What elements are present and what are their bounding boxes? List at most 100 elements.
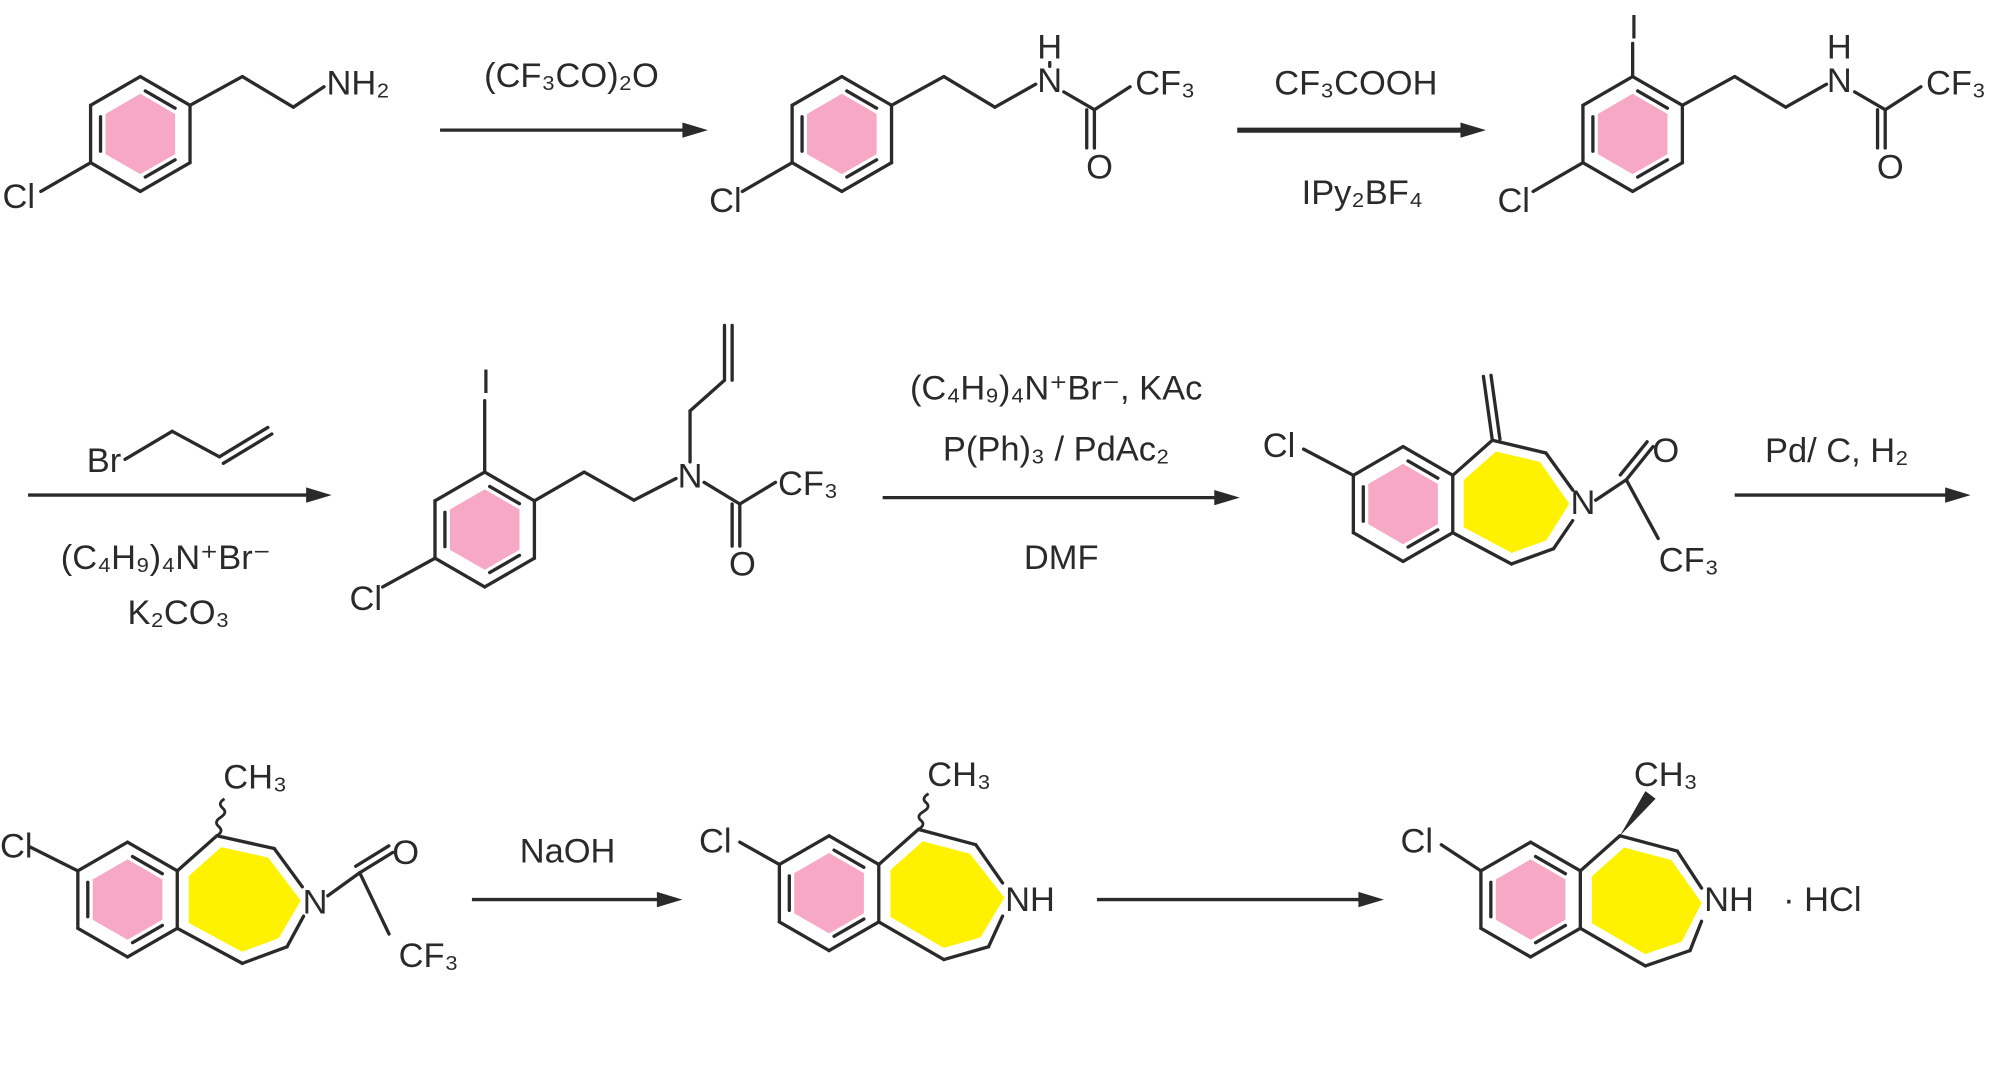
- methyl-label: CH₃: [927, 756, 991, 794]
- bond: [1479, 840, 1533, 873]
- bond: [582, 470, 636, 502]
- bromo-label: Br: [87, 442, 121, 480]
- bond: [433, 556, 487, 589]
- bond: [827, 920, 881, 953]
- bond: [433, 470, 487, 503]
- bond: [483, 556, 537, 589]
- o-label: O: [1086, 149, 1113, 187]
- bond: [1509, 547, 1556, 566]
- bond: [1643, 948, 1692, 968]
- bond: [1062, 90, 1097, 112]
- arrow-head: [306, 487, 332, 503]
- bond: [1489, 373, 1502, 441]
- bond: [175, 834, 219, 873]
- n-label: N: [1037, 62, 1062, 100]
- chloro-label: Cl: [1401, 822, 1434, 860]
- bond: [993, 82, 1038, 109]
- bond: [845, 89, 879, 110]
- reagent-label: (C₄H₉)₄N⁺Br⁻: [61, 539, 271, 577]
- n-label: N: [1827, 62, 1852, 100]
- bonds: [28, 41, 1923, 968]
- benzene-highlight: [807, 93, 877, 175]
- o-label: O: [1877, 149, 1904, 187]
- chloro-label: Cl: [349, 580, 382, 618]
- bond: [1531, 161, 1585, 194]
- azepine-highlight: [1591, 847, 1702, 955]
- reagent-2-label: P(Ph)₃ / PdAc₂: [943, 431, 1169, 469]
- bond: [738, 840, 782, 867]
- bond: [877, 827, 921, 867]
- benzene-highlight: [449, 489, 520, 570]
- bond: [777, 920, 831, 953]
- bond: [1618, 834, 1679, 853]
- o-label: O: [1652, 432, 1679, 470]
- bond: [291, 85, 326, 109]
- bond: [326, 871, 362, 898]
- bond: [532, 470, 586, 503]
- bond: [1852, 90, 1887, 112]
- methyl-label: CH₃: [223, 759, 287, 797]
- bond: [125, 840, 179, 873]
- bond: [488, 553, 522, 575]
- bond: [1092, 85, 1132, 112]
- bond: [123, 429, 174, 462]
- bond: [1630, 161, 1685, 194]
- reagent-1-label: (C₄H₉)₄N⁺Br⁻, KAc: [910, 369, 1202, 407]
- n-label: N: [678, 457, 703, 495]
- h-label: H: [1827, 29, 1852, 67]
- bond: [76, 926, 130, 959]
- bond: [877, 920, 946, 962]
- bond: [1481, 374, 1495, 442]
- bond: [240, 945, 289, 966]
- arrow-head: [1460, 122, 1486, 138]
- bond: [1451, 531, 1514, 566]
- bond: [738, 480, 778, 506]
- bond: [240, 74, 296, 109]
- bond: [1401, 531, 1455, 564]
- bond: [1581, 161, 1635, 194]
- bond: [1578, 926, 1648, 968]
- molecule-n-allyl-amide: I Cl N CF₃ O: [349, 363, 837, 618]
- cf3-label: CF₃: [1926, 64, 1986, 102]
- bond: [125, 926, 179, 959]
- bond: [1578, 834, 1622, 873]
- bond: [1581, 74, 1635, 107]
- bond: [1675, 849, 1704, 890]
- bond: [986, 914, 1005, 949]
- chloro-label: Cl: [699, 822, 732, 860]
- bond: [138, 161, 192, 194]
- bond: [354, 844, 391, 868]
- n-label: N: [303, 884, 328, 922]
- bond: [1439, 843, 1483, 873]
- benzene-highlight: [92, 859, 163, 940]
- benzene-highlight: [1495, 859, 1566, 940]
- cf3-label: CF₃: [1135, 64, 1195, 102]
- bond: [76, 840, 130, 873]
- n-label: N: [1570, 484, 1595, 522]
- arrow-head: [1358, 891, 1384, 908]
- bond: [1351, 531, 1405, 564]
- bond: [942, 945, 991, 962]
- bond: [130, 854, 165, 876]
- o-label: O: [392, 834, 419, 872]
- bond: [1688, 919, 1704, 953]
- bond: [143, 158, 177, 179]
- bond: [285, 914, 306, 949]
- molecule-4-chlorophenethylamine: NH₂ Cl: [3, 64, 390, 216]
- bond: [1490, 438, 1548, 455]
- bond: [175, 926, 245, 966]
- wavy-bond: [917, 792, 930, 831]
- bond: [790, 74, 844, 107]
- bond: [688, 378, 727, 413]
- bond: [1406, 528, 1440, 549]
- molecule-methylene-benzazepine: Cl N O CF₃: [1263, 427, 1719, 580]
- bond: [380, 556, 437, 589]
- bond: [916, 827, 978, 847]
- chloro-label: Cl: [0, 827, 33, 865]
- chloro-label: Cl: [3, 178, 36, 216]
- amine-label: NH₂: [327, 64, 390, 102]
- solvent-label: DMF: [1024, 539, 1099, 577]
- bond: [827, 834, 881, 867]
- h-label: H: [1037, 29, 1062, 67]
- methyl-label: CH₃: [1634, 756, 1698, 794]
